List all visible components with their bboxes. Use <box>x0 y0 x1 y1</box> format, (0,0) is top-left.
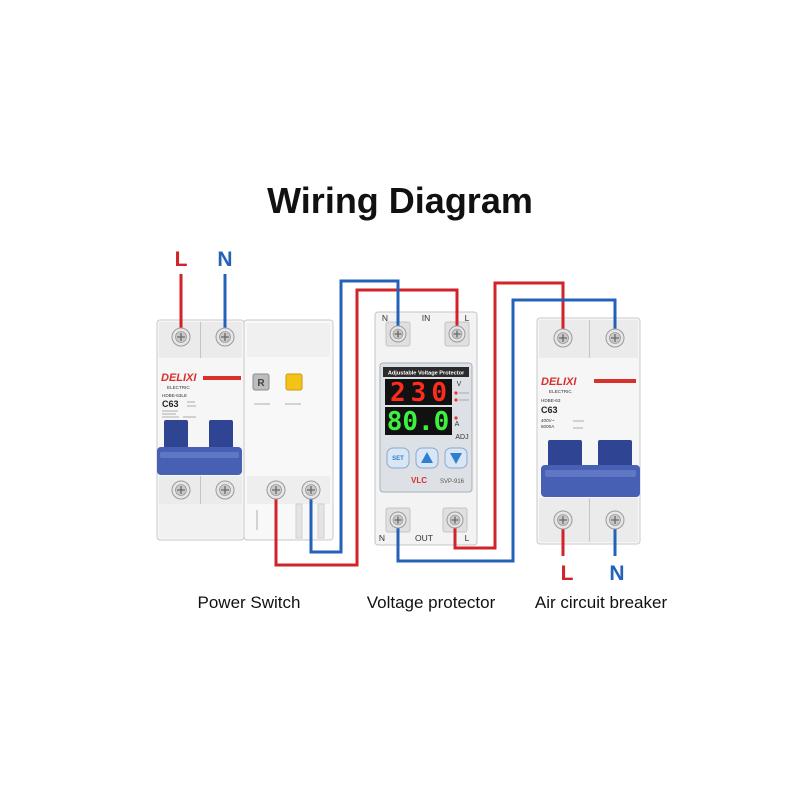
power-switch: DELIXI ELECTRIC HDBE-63LE C63 R <box>156 319 334 541</box>
terminal-screw <box>301 480 321 500</box>
voltage-protector-caption: Voltage protector <box>367 593 496 612</box>
current-unit: A <box>455 421 460 428</box>
terminal-screw <box>448 325 466 343</box>
breaker-brand: DELIXI <box>541 376 577 388</box>
air-circuit-breaker: DELIXI ELECTRIC HDBE-63 C63 400V~ 6000A <box>536 317 641 545</box>
adjust-label: ADJ <box>455 434 468 441</box>
handle-shade <box>545 470 636 477</box>
output-line-label: L <box>465 533 470 543</box>
rcd-din-clip <box>317 503 325 539</box>
power-switch-toggle-right <box>209 420 233 452</box>
breaker-toggle-right <box>598 440 632 470</box>
terminal-screw <box>553 510 573 530</box>
power-switch-model: HDBE-63LE <box>162 393 187 398</box>
power-switch-brand-sub: ELECTRIC <box>167 385 190 390</box>
voltage-protector-brand: VLC <box>411 476 427 485</box>
breaker-toggle-left <box>548 440 582 470</box>
switch-to-protector-neutral-wire <box>309 279 400 554</box>
breaker-brand-sub: ELECTRIC <box>549 389 572 394</box>
power-switch-rating: C63 <box>162 399 179 409</box>
current-display <box>385 407 452 435</box>
rcd-din-clip <box>295 503 303 539</box>
terminal-screw <box>389 325 407 343</box>
output-label: OUT <box>415 533 433 543</box>
protector-to-breaker-neutral-wire <box>396 298 617 563</box>
power-switch-base <box>159 504 242 538</box>
terminal-screw <box>215 327 235 347</box>
breaker-voltage-rating: 400V~ <box>541 418 555 423</box>
breaker-rating: C63 <box>541 405 558 415</box>
terminal-screw <box>605 328 625 348</box>
panel-title: Adjustable Voltage Protector <box>388 371 465 377</box>
voltage-protector-model: SVP-916 <box>440 479 465 485</box>
input-label: IN <box>422 313 431 323</box>
voltage-protector: N IN L Adjustable Voltage Protector 230 … <box>374 311 478 546</box>
voltage-reading: 230 <box>390 378 452 408</box>
terminal-screw <box>266 480 286 500</box>
load-neutral-label: N <box>609 562 624 585</box>
wiring <box>179 274 617 567</box>
rcd-test-button <box>252 373 270 391</box>
power-switch-handle-bar <box>157 447 242 475</box>
terminal-screws <box>171 325 625 530</box>
output-neutral-label: N <box>379 533 385 543</box>
terminal-screw <box>215 480 235 500</box>
supply-neutral-label: N <box>217 248 232 271</box>
breaker-handle-bar <box>541 465 640 497</box>
load-line-label: L <box>561 562 574 585</box>
brand-stripe <box>203 376 241 380</box>
input-line-label: L <box>465 313 470 323</box>
panel-title-bar <box>383 367 469 377</box>
voltage-unit: V <box>457 381 462 388</box>
down-arrow-icon <box>450 453 462 464</box>
switch-to-protector-line-wire <box>274 288 459 567</box>
voltage-display <box>385 379 452 405</box>
terminal-screw <box>171 480 191 500</box>
input-neutral-label: N <box>382 313 388 323</box>
terminal-screw <box>605 510 625 530</box>
set-button-label: SET <box>392 456 404 462</box>
terminal-screw <box>171 327 191 347</box>
set-button <box>386 447 410 469</box>
indicator-led <box>454 416 458 420</box>
breaker-breaking-capacity: 6000A <box>541 424 555 429</box>
indicator-led <box>454 398 458 402</box>
rcd-top-recess <box>247 323 330 357</box>
power-switch-brand: DELIXI <box>161 372 197 384</box>
power-switch-caption: Power Switch <box>198 593 301 612</box>
handle-shade <box>160 452 239 458</box>
supply-line-label: L <box>175 248 188 271</box>
current-reading: 80.0 <box>387 407 450 437</box>
diagram-title: Wiring Diagram <box>267 180 533 221</box>
rcd-test-button-label: R <box>257 378 265 389</box>
brand-stripe <box>594 379 636 383</box>
terminal-screw <box>389 511 407 529</box>
power-switch-toggle-left <box>164 420 188 452</box>
terminal-screw <box>446 511 464 529</box>
protector-to-breaker-line-wire <box>453 281 565 550</box>
up-arrow-icon <box>421 452 433 463</box>
terminal-screw <box>553 328 573 348</box>
air-circuit-breaker-caption: Air circuit breaker <box>535 593 668 612</box>
breaker-model: HDBE-63 <box>541 398 561 403</box>
indicator-led <box>454 391 458 395</box>
rcd-reset-button <box>285 373 303 391</box>
